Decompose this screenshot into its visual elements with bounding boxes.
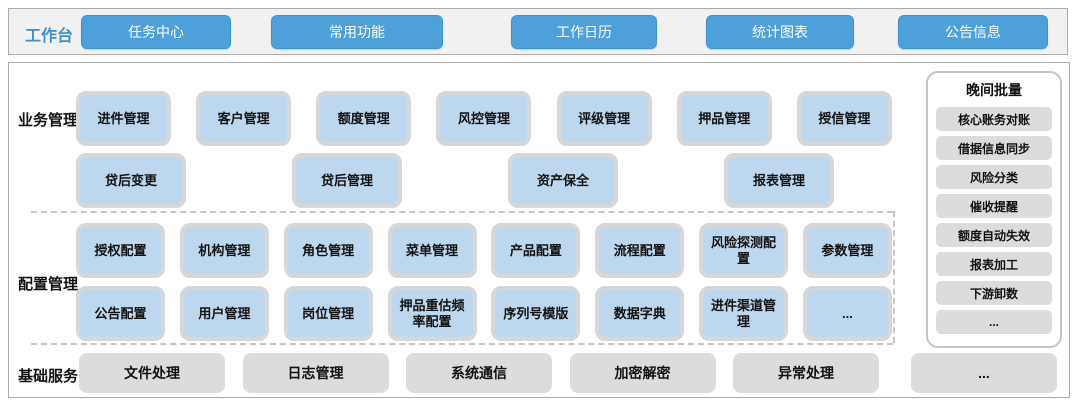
night-batch-item[interactable]: 报表加工 [936,252,1052,276]
config-module-box[interactable]: 公告配置 [76,286,165,341]
biz-module-box[interactable]: 贷后变更 [76,153,186,208]
config-module-box[interactable]: 序列号模版 [491,286,581,341]
base-services-row: 文件处理 日志管理 系统通信 加密解密 异常处理 [79,353,879,393]
section-label-business: 业务管理 [17,112,78,129]
config-module-box[interactable]: 进件渠道管理 [699,286,789,341]
main-panel: 业务管理 配置管理 基础服务 进件管理 客户管理 额度管理 风控管理 评级管理 … [8,62,1070,398]
config-module-box-more[interactable]: ... [802,286,892,341]
config-module-box[interactable]: 数据字典 [595,286,685,341]
config-module-box[interactable]: 岗位管理 [283,286,373,341]
config-row-2: 公告配置 用户管理 岗位管理 押品重估频率配置 序列号模版 数据字典 进件渠道管… [76,286,892,341]
base-service-box[interactable]: 系统通信 [406,353,552,393]
biz-module-box[interactable]: 报表管理 [724,153,834,208]
workbench-bar: 工作台 任务中心 常用功能 工作日历 统计图表 公告信息 [8,8,1068,55]
night-batch-item[interactable]: 催收提醒 [936,194,1052,218]
config-module-box[interactable]: 授权配置 [76,223,165,278]
topbar-button-statistics-charts[interactable]: 统计图表 [706,15,854,49]
base-service-box[interactable]: 异常处理 [733,353,879,393]
dashed-divider-vertical [893,211,895,343]
biz-module-box[interactable]: 授信管理 [796,91,892,146]
workbench-label: 工作台 [25,28,74,45]
config-module-box[interactable]: 角色管理 [283,223,373,278]
base-service-box[interactable]: 日志管理 [242,353,389,393]
biz-module-box[interactable]: 资产保全 [508,153,618,208]
config-module-box[interactable]: 用户管理 [179,286,269,341]
config-row-1: 授权配置 机构管理 角色管理 菜单管理 产品配置 流程配置 风险探测配置 参数管… [76,223,892,278]
biz-module-box[interactable]: 贷后管理 [292,153,402,208]
config-module-box[interactable]: 流程配置 [595,223,685,278]
base-service-box[interactable]: 加密解密 [569,353,716,393]
night-batch-item[interactable]: 额度自动失效 [936,223,1052,247]
dashed-divider [31,211,893,213]
night-batch-panel: 晚间批量 核心账务对账 借据信息同步 风险分类 催收提醒 额度自动失效 报表加工… [926,71,1062,348]
business-row-1: 进件管理 客户管理 额度管理 风控管理 评级管理 押品管理 授信管理 [76,91,892,146]
section-label-config: 配置管理 [17,276,78,293]
biz-module-box[interactable]: 客户管理 [196,91,292,146]
config-module-box[interactable]: 菜单管理 [387,223,477,278]
topbar-button-announcements[interactable]: 公告信息 [898,15,1048,49]
biz-module-box[interactable]: 风控管理 [436,91,532,146]
config-module-box[interactable]: 押品重估频率配置 [387,286,477,341]
topbar-button-common-functions[interactable]: 常用功能 [271,15,443,49]
topbar-button-task-center[interactable]: 任务中心 [81,15,231,49]
night-batch-title: 晚间批量 [966,82,1022,98]
biz-module-box[interactable]: 额度管理 [316,91,412,146]
night-batch-item[interactable]: 下游卸数 [936,281,1052,305]
biz-module-box[interactable]: 押品管理 [676,91,772,146]
base-service-box-more[interactable]: ... [911,353,1057,393]
business-row-2: 贷后变更 贷后管理 资产保全 报表管理 [76,153,834,208]
base-service-box[interactable]: 文件处理 [79,353,225,393]
config-module-box[interactable]: 风险探测配置 [699,223,789,278]
biz-module-box[interactable]: 进件管理 [76,91,171,146]
biz-module-box[interactable]: 评级管理 [556,91,652,146]
night-batch-item[interactable]: 借据信息同步 [936,136,1052,160]
night-batch-item[interactable]: 风险分类 [936,165,1052,189]
config-module-box[interactable]: 产品配置 [491,223,581,278]
night-batch-item[interactable]: 核心账务对账 [936,107,1052,131]
dashed-divider [31,343,893,345]
section-label-base-services: 基础服务 [17,368,78,385]
config-module-box[interactable]: 机构管理 [179,223,269,278]
night-batch-item-more[interactable]: ... [936,310,1052,334]
config-module-box[interactable]: 参数管理 [802,223,892,278]
topbar-button-work-calendar[interactable]: 工作日历 [511,15,657,49]
